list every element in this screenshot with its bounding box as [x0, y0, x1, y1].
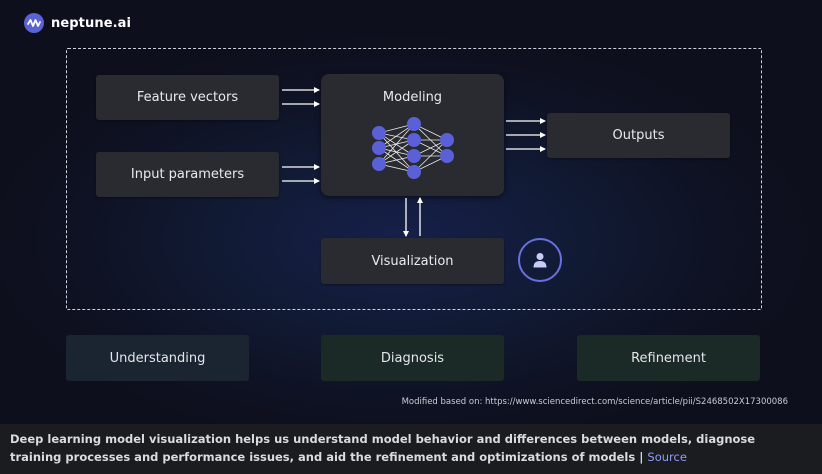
source-link[interactable]: Source — [647, 450, 687, 464]
visualization-label: Visualization — [371, 253, 454, 269]
flow-arrows — [282, 87, 546, 237]
visualization-box: Visualization — [321, 238, 504, 284]
diagram-canvas: neptune.ai Feature vectors Input paramet… — [0, 0, 822, 424]
modeling-box: Modeling — [321, 74, 504, 196]
input-parameters-label: Input parameters — [130, 167, 245, 182]
user-icon — [518, 238, 562, 282]
phase-understanding-label: Understanding — [109, 350, 206, 366]
neptune-wave-icon — [24, 13, 44, 33]
outputs-label: Outputs — [612, 128, 665, 143]
figure-caption: Deep learning model visualization helps … — [10, 430, 810, 466]
phase-refinement-label: Refinement — [631, 350, 706, 366]
phase-refinement: Refinement — [577, 335, 760, 381]
neural-network-icon — [372, 117, 454, 179]
feature-vectors-box: Feature vectors — [96, 75, 279, 120]
input-parameters-box: Input parameters — [96, 152, 279, 197]
caption-text: Deep learning model visualization helps … — [10, 432, 756, 464]
modeling-label: Modeling — [382, 90, 443, 105]
logo[interactable]: neptune.ai — [24, 13, 131, 33]
phase-understanding: Understanding — [66, 335, 249, 381]
logo-text: neptune.ai — [51, 15, 132, 31]
visualization-loop-frame — [66, 48, 762, 310]
phase-diagnosis-label: Diagnosis — [380, 350, 445, 366]
outputs-box: Outputs — [547, 113, 730, 158]
phase-diagnosis: Diagnosis — [321, 335, 504, 381]
feature-vectors-label: Feature vectors — [136, 90, 239, 105]
source-note: Modified based on: https://www.sciencedi… — [401, 397, 788, 407]
